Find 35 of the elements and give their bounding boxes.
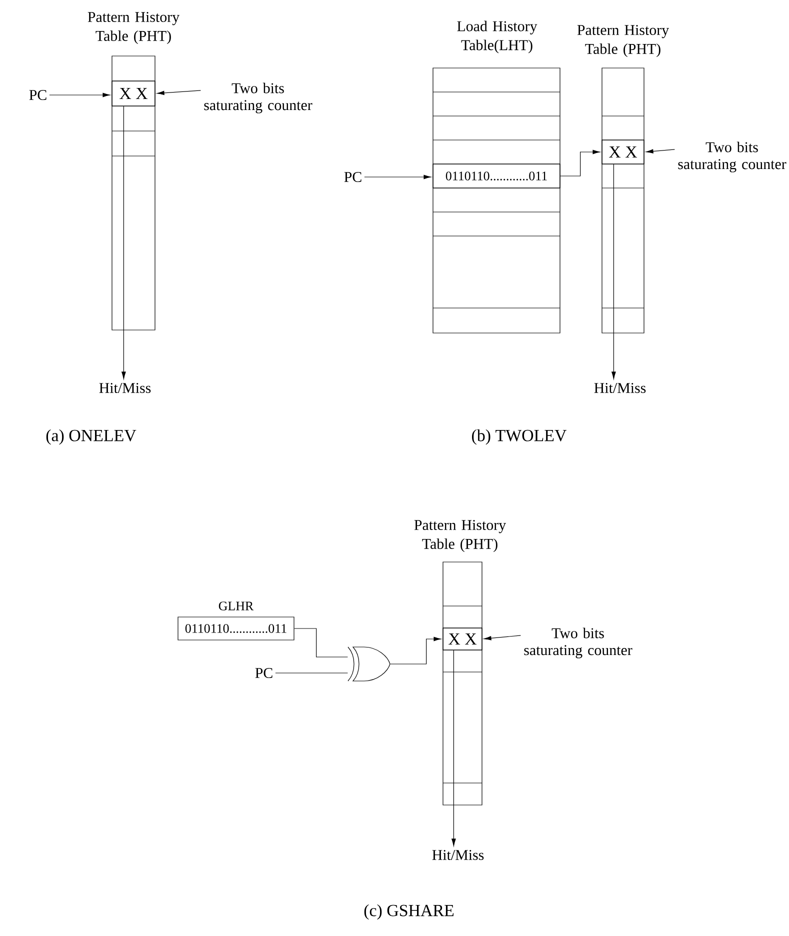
arrow [49, 92, 110, 98]
table-heading: Pattern History Table (PHT) [414, 520, 506, 552]
signal-label: Hit/Miss [99, 383, 151, 394]
register-box: 0110110............011 [178, 616, 294, 640]
arrow [390, 636, 442, 664]
signal-label: PC [255, 668, 272, 678]
arrow [560, 150, 600, 176]
table-heading: Pattern History Table (PHT) [88, 12, 180, 44]
annotation-text: Two bits saturating counter [524, 628, 632, 658]
arrow [364, 174, 432, 180]
counter-cell: X X [442, 628, 482, 650]
signal-label: Hit/Miss [432, 850, 484, 860]
arrow [646, 149, 675, 154]
arrow [122, 106, 126, 380]
arrow [156, 90, 201, 96]
signal-label: PC [29, 90, 46, 100]
subfigure-caption: (b) TWOLEV [472, 429, 567, 445]
annotation-text: Two bits saturating counter [204, 82, 312, 114]
signal-label: PC [344, 172, 362, 182]
table-heading: Pattern History Table (PHT) [577, 25, 669, 58]
counter-cell: X X [112, 80, 156, 106]
connector-line [294, 628, 348, 658]
arrow [452, 650, 456, 846]
subfigure-caption: (a) ONELEV [46, 429, 136, 445]
annotation-text: Two bits saturating counter [678, 142, 786, 172]
signal-label: Hit/Miss [594, 383, 646, 394]
register-heading: GLHR [218, 602, 254, 610]
arrow [484, 635, 521, 640]
subfigure-caption: (c) GSHARE [364, 904, 454, 920]
history-row: 0110110............011 [432, 164, 560, 188]
counter-cell: X X [602, 140, 644, 164]
xor-gate [348, 646, 390, 682]
connector-line [275, 672, 348, 674]
arrow [612, 164, 616, 380]
table-heading: Load History Table(LHT) [457, 20, 538, 54]
